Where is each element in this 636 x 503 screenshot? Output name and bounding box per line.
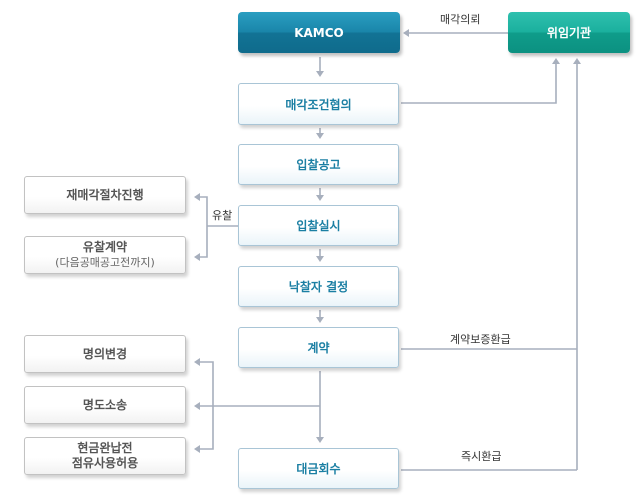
step-label: 계약 (307, 341, 330, 355)
label-immediate-refund: 즉시환급 (461, 450, 502, 463)
side-sublabel: (다음공매공고전까지) (55, 256, 155, 269)
side-early-use: 현금완납전 점유사용허용 (24, 437, 186, 475)
arrowhead (194, 253, 200, 261)
step-label: 대금회수 (296, 462, 341, 476)
step-sale-terms: 매각조건협의 (238, 83, 399, 125)
step-label: 매각조건협의 (285, 97, 352, 112)
bracket-contract-side (200, 361, 214, 450)
step-collection: 대금회수 (238, 448, 399, 489)
arrowhead (316, 317, 324, 323)
arrowhead (552, 58, 560, 64)
step-label: 낙찰자 결정 (288, 280, 349, 294)
arrowhead (316, 256, 324, 262)
arrowhead (316, 195, 324, 201)
side-label-line1: 현금완납전 (77, 441, 133, 455)
step-label: 입찰공고 (296, 158, 341, 172)
step-winner: 낙찰자 결정 (238, 266, 399, 307)
arrowhead (194, 445, 200, 453)
side-label-line2: 점유사용허용 (71, 456, 139, 470)
side-eviction: 명도소송 (24, 386, 186, 424)
label-deposit-refund: 계약보증환급 (450, 333, 511, 346)
side-label: 명도소송 (82, 397, 128, 412)
side-failed-contract: 유찰계약 (다음공매공고전까지) (24, 236, 186, 274)
side-label: 명의변경 (82, 346, 128, 361)
side-resale: 재매각절차진행 (24, 176, 186, 214)
side-name-change: 명의변경 (24, 335, 186, 373)
step-bid-execution: 입찰실시 (238, 205, 399, 246)
bracket-failed-bid (200, 196, 208, 258)
arrowhead (194, 193, 200, 201)
arrowhead (316, 71, 324, 77)
agency-label: 위임기관 (546, 26, 592, 40)
arrowhead (573, 58, 581, 64)
side-label: 유찰계약 (82, 240, 128, 254)
label-failed-bid: 유찰 (212, 209, 233, 222)
step-contract: 계약 (238, 327, 399, 368)
arrowhead (316, 133, 324, 139)
kamco-label: KAMCO (294, 25, 344, 40)
label-sale-request: 매각의뢰 (440, 13, 481, 26)
side-label: 재매각절차진행 (66, 187, 144, 202)
arrowhead (316, 437, 324, 443)
step-label: 입찰실시 (296, 219, 341, 233)
arrowhead (403, 29, 409, 37)
step-bid-notice: 입찰공고 (238, 144, 399, 185)
kamco-node: KAMCO (238, 12, 400, 53)
arrowhead (194, 402, 200, 410)
arrow-terms-to-agency (401, 64, 557, 104)
agency-node: 위임기관 (508, 12, 630, 53)
arrowhead (194, 358, 200, 366)
